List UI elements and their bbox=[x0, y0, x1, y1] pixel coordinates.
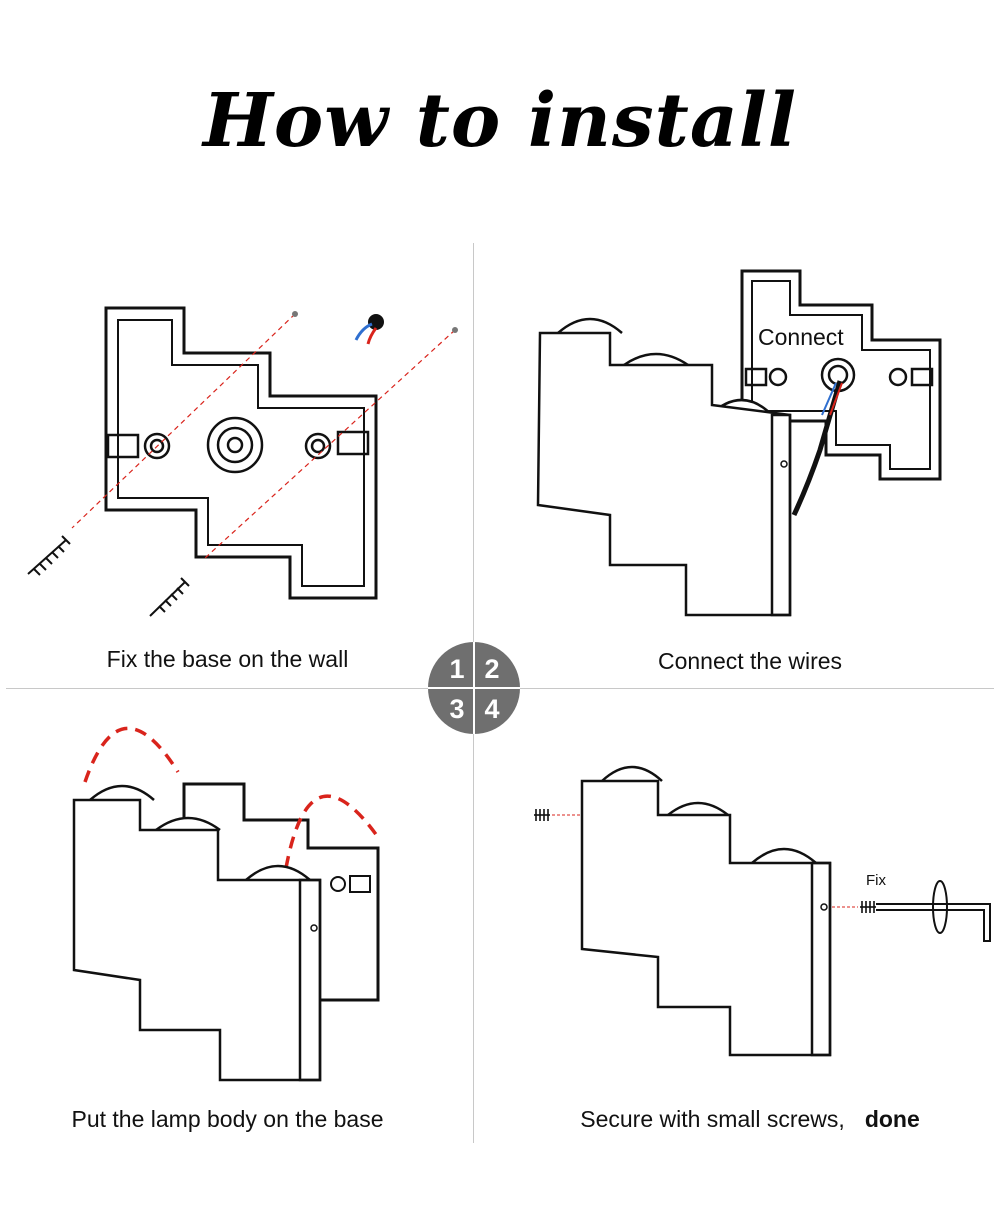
screw-icon bbox=[860, 901, 876, 913]
screw-hole-right bbox=[304, 432, 332, 460]
fix-label: Fix bbox=[866, 872, 886, 889]
base-slot-right bbox=[336, 430, 370, 456]
step-number-badge: 1 2 3 4 bbox=[428, 642, 520, 734]
step-1-illustration bbox=[27, 306, 458, 617]
base-slot-left bbox=[106, 433, 140, 459]
step-1-caption: Fix the base on the wall bbox=[106, 646, 349, 672]
step-number-3: 3 bbox=[449, 694, 465, 724]
wire-end-icon bbox=[354, 314, 384, 345]
step-4-caption-done: done bbox=[864, 1106, 920, 1132]
allen-key-icon bbox=[876, 880, 991, 942]
step-2-illustration: Connect bbox=[536, 269, 942, 617]
step-number-1: 1 bbox=[449, 654, 465, 684]
wire-hole bbox=[206, 416, 264, 474]
step-number-2: 2 bbox=[484, 654, 500, 684]
screw-icon bbox=[534, 809, 550, 821]
screw-icon bbox=[149, 577, 190, 617]
step-2-caption: Connect the wires bbox=[657, 648, 843, 674]
lamp-body bbox=[72, 784, 322, 1082]
base-plate bbox=[104, 306, 378, 600]
step-4-caption-text: Secure with small screws, bbox=[580, 1106, 845, 1132]
screw-hole-left bbox=[143, 432, 171, 460]
lamp-body bbox=[580, 765, 832, 1057]
step-4-caption: Secure with small screws, done bbox=[500, 1106, 1000, 1133]
connect-label: Connect bbox=[758, 324, 844, 350]
lamp-body bbox=[536, 317, 792, 617]
step-3-caption: Put the lamp body on the base bbox=[71, 1106, 384, 1132]
page-title: How to install bbox=[203, 78, 797, 164]
screw-icon bbox=[27, 535, 71, 576]
step-4-illustration: Fix bbox=[534, 765, 991, 1057]
step-number-4: 4 bbox=[484, 694, 500, 724]
step-3-illustration bbox=[72, 726, 382, 1082]
